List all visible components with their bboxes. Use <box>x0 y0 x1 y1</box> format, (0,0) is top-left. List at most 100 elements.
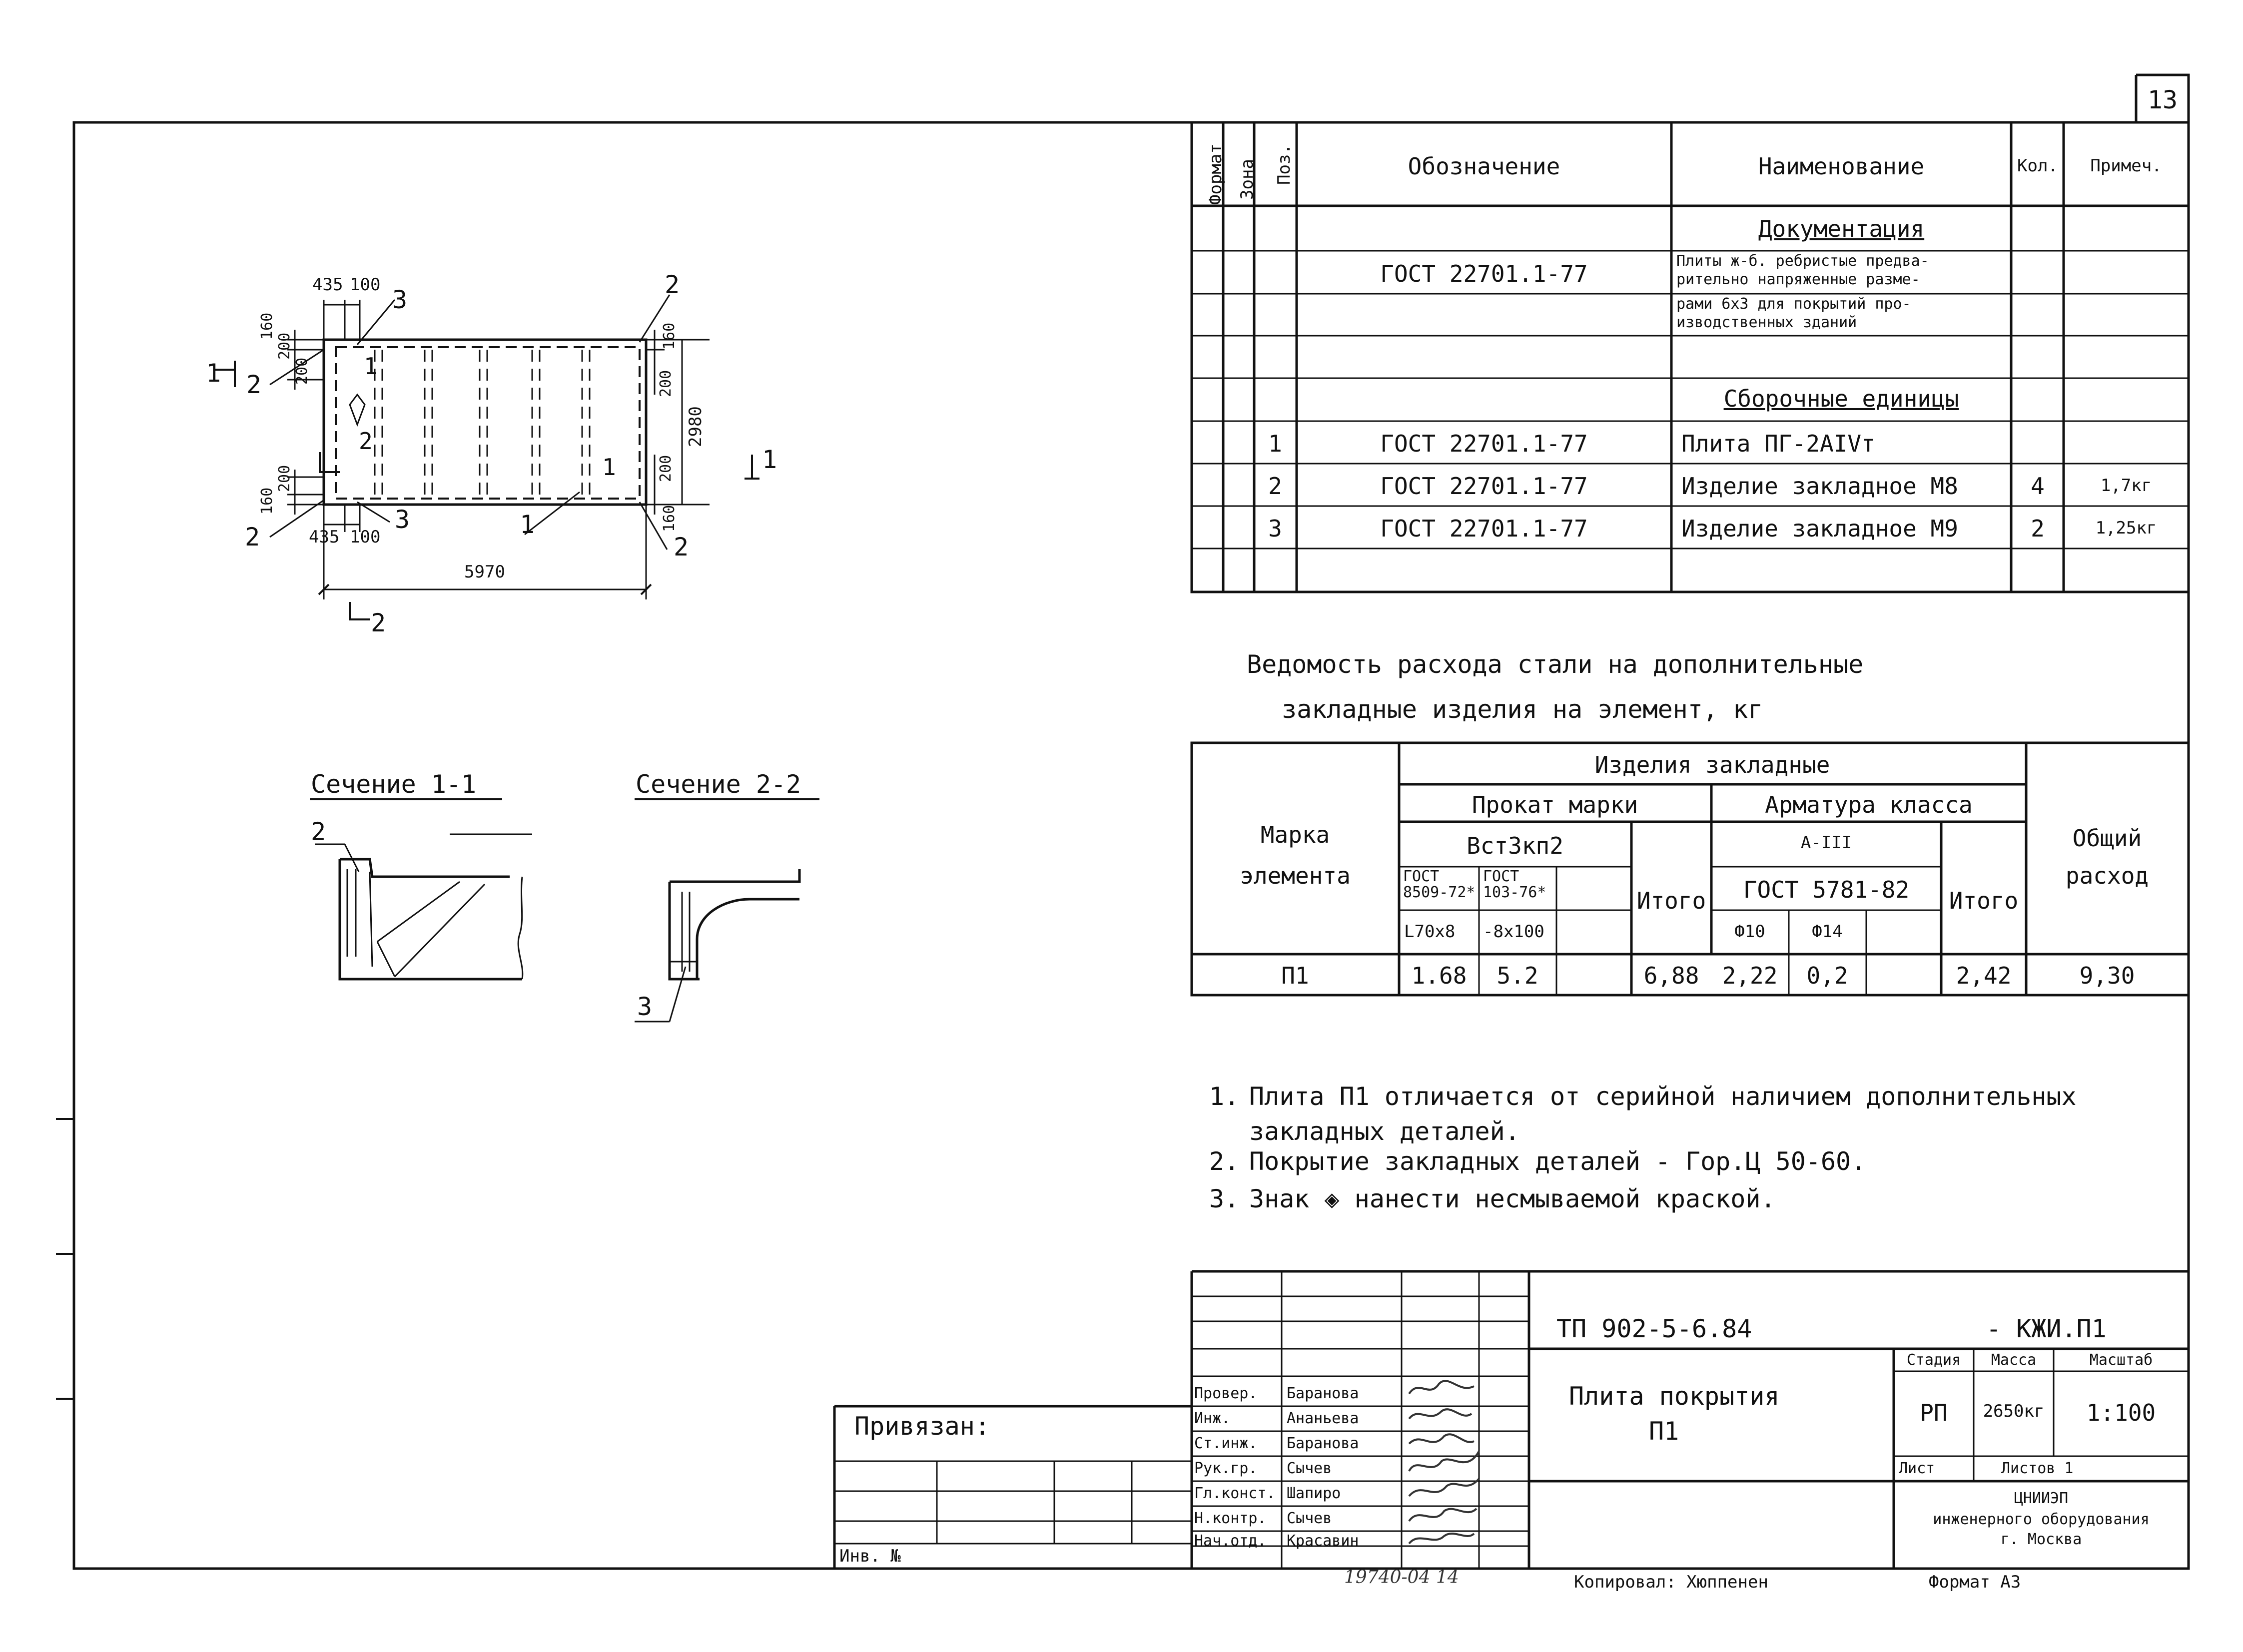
staff-name: Сычев <box>1287 1460 1332 1477</box>
mass-value: 2650кг <box>1983 1401 2045 1421</box>
scale-header: Масштаб <box>2089 1351 2153 1369</box>
staff-role: Н.контр. <box>1194 1510 1267 1527</box>
bound-label: Привязан: <box>854 1412 990 1441</box>
sheets-header: Листов 1 <box>2001 1460 2074 1477</box>
plan-dim: 435 <box>309 527 340 547</box>
steel-header-profile: L70x8 <box>1404 922 1456 942</box>
bottom-number: 19740-04 14 <box>1344 1567 1459 1588</box>
steel-header-total: Итого <box>1949 887 2019 914</box>
plan-dim: 5970 <box>464 562 505 582</box>
steel-header-items: Изделия закладные <box>1594 751 1830 778</box>
steel-header-class: А-III <box>1800 833 1852 853</box>
staff-name: Баранова <box>1287 1435 1359 1452</box>
plan-callout: 2 <box>674 533 689 561</box>
spec-doc-name-line: Плиты ж-б. ребристые предва- <box>1676 252 1929 270</box>
staff-role: Инж. <box>1194 1410 1231 1427</box>
spec-doc-name-line: рами 6х3 для покрытий про- <box>1676 295 1911 313</box>
staff-role: Ст.инж. <box>1194 1435 1258 1452</box>
plan-section-mark: 2 <box>359 428 373 455</box>
staff-role: Гл.конст. <box>1194 1485 1276 1502</box>
scale-value: 1:100 <box>2086 1399 2156 1426</box>
spec-row-qty: 2 <box>2031 515 2045 542</box>
steel-title-line: Ведомость расхода стали на дополнительны… <box>1247 650 1864 679</box>
steel-header-grade: Вст3кп2 <box>1467 832 1563 859</box>
steel-header-diameter: Ф14 <box>1812 922 1843 942</box>
spec-row-name: Плита ПГ-2АIVт <box>1681 430 1875 457</box>
section-2-2-drawing <box>635 798 819 1023</box>
margin-ticks <box>56 1118 74 1400</box>
spec-doc-designation: ГОСТ 22701.1-77 <box>1380 260 1588 287</box>
staff-name: Ананьева <box>1287 1410 1359 1427</box>
steel-cell: 0,2 <box>1806 962 1848 989</box>
plan-section-mark: 2 <box>371 608 386 637</box>
note-text: Плита П1 отличается от серийной наличием… <box>1249 1082 2077 1111</box>
section-1-1-drawing <box>310 798 532 981</box>
sheet-format: Формат А3 <box>1929 1572 2021 1592</box>
spec-doc-name-line: рительно напряженные разме- <box>1676 271 1920 288</box>
steel-header-element: Марка <box>1260 821 1330 848</box>
plan-callout: 1 <box>520 510 535 539</box>
plan-callout: 3 <box>395 505 410 534</box>
plan-callout: 2 <box>245 523 260 551</box>
spec-row-pos: 2 <box>1268 473 1282 500</box>
title-block-grid <box>833 1124 2190 1569</box>
staff-name: Красавин <box>1287 1532 1359 1550</box>
steel-cell: 2,22 <box>1722 962 1778 989</box>
org-name: г. Москва <box>2000 1531 2082 1548</box>
doc-code-suffix: - КЖИ.П1 <box>1986 1314 2107 1343</box>
sheet-number: 13 <box>2147 85 2178 114</box>
steel-header-rebar: Арматура класса <box>1765 791 1973 818</box>
steel-header-gost: ГОСТ <box>1483 868 1519 885</box>
note-text: Знак ◈ нанести несмываемой краской. <box>1249 1184 1776 1213</box>
mass-header: Масса <box>1991 1351 2037 1369</box>
staff-name: Баранова <box>1287 1385 1359 1402</box>
spec-header-name: Наименование <box>1758 153 1925 180</box>
steel-header-grand: Общий <box>2072 825 2142 852</box>
steel-table-grid <box>1190 741 2190 997</box>
spec-header-note: Примеч. <box>2090 156 2162 176</box>
steel-header-gost-rebar: ГОСТ 5781-82 <box>1743 876 1910 903</box>
section-2-2-title: Сечение 2-2 <box>636 770 801 799</box>
spec-table-grid <box>1190 121 2190 593</box>
spec-header-qty: Кол. <box>2017 156 2058 176</box>
plan-callout: 2 <box>246 370 262 399</box>
spec-row-name: Изделие закладное М9 <box>1681 515 1958 542</box>
staff-name: Сычев <box>1287 1510 1332 1527</box>
plan-section-mark: 1 <box>206 359 221 388</box>
steel-header-gost: ГОСТ <box>1403 868 1440 885</box>
plan-section-mark: 1 <box>364 353 378 380</box>
plan-section-mark: 1 <box>762 445 777 474</box>
spec-doc-name-line: изводственных зданий <box>1676 314 1857 331</box>
stage-header: Стадия <box>1906 1351 1961 1369</box>
steel-cell-total: 6,88 <box>1643 962 1699 989</box>
plan-callout: 2 <box>665 270 680 299</box>
steel-title-line: закладные изделия на элемент, кг <box>1282 695 1763 724</box>
plan-dim: 100 <box>350 527 381 547</box>
staff-role: Нач.отд. <box>1194 1532 1267 1550</box>
spec-row-designation: ГОСТ 22701.1-77 <box>1380 430 1588 457</box>
steel-header-total: Итого <box>1636 887 1706 914</box>
doc-code: ТП 902-5-6.84 <box>1556 1314 1752 1343</box>
steel-header-gost: 103-76* <box>1483 884 1546 901</box>
spec-row-designation: ГОСТ 22701.1-77 <box>1380 515 1588 542</box>
org-name: инженерного оборудования <box>1933 1511 2150 1528</box>
staff-role: Провер. <box>1194 1385 1258 1402</box>
steel-cell-mark: П1 <box>1281 962 1309 989</box>
steel-cell: 1.68 <box>1411 962 1467 989</box>
note-text: закладных деталей. <box>1249 1117 1520 1146</box>
note-text: Покрытие закладных деталей - Гор.Ц 50-60… <box>1249 1147 1866 1176</box>
steel-header-element: элемента <box>1240 862 1351 889</box>
stage-value: РП <box>1920 1399 1948 1426</box>
plan-dim: 435 <box>312 275 343 295</box>
note-number: 1. <box>1209 1082 1240 1111</box>
copied-by: Копировал: Хюппенен <box>1574 1572 1768 1592</box>
spec-header-designation: Обозначение <box>1408 153 1560 180</box>
spec-section-assemblies: Сборочные единицы <box>1723 385 1959 412</box>
plan-section-mark: 1 <box>602 454 616 481</box>
plan-dim: 100 <box>350 275 381 295</box>
inventory-label: Инв. № <box>839 1546 901 1566</box>
doc-title: П1 <box>1649 1417 1679 1446</box>
section-callout: 2 <box>311 817 326 846</box>
